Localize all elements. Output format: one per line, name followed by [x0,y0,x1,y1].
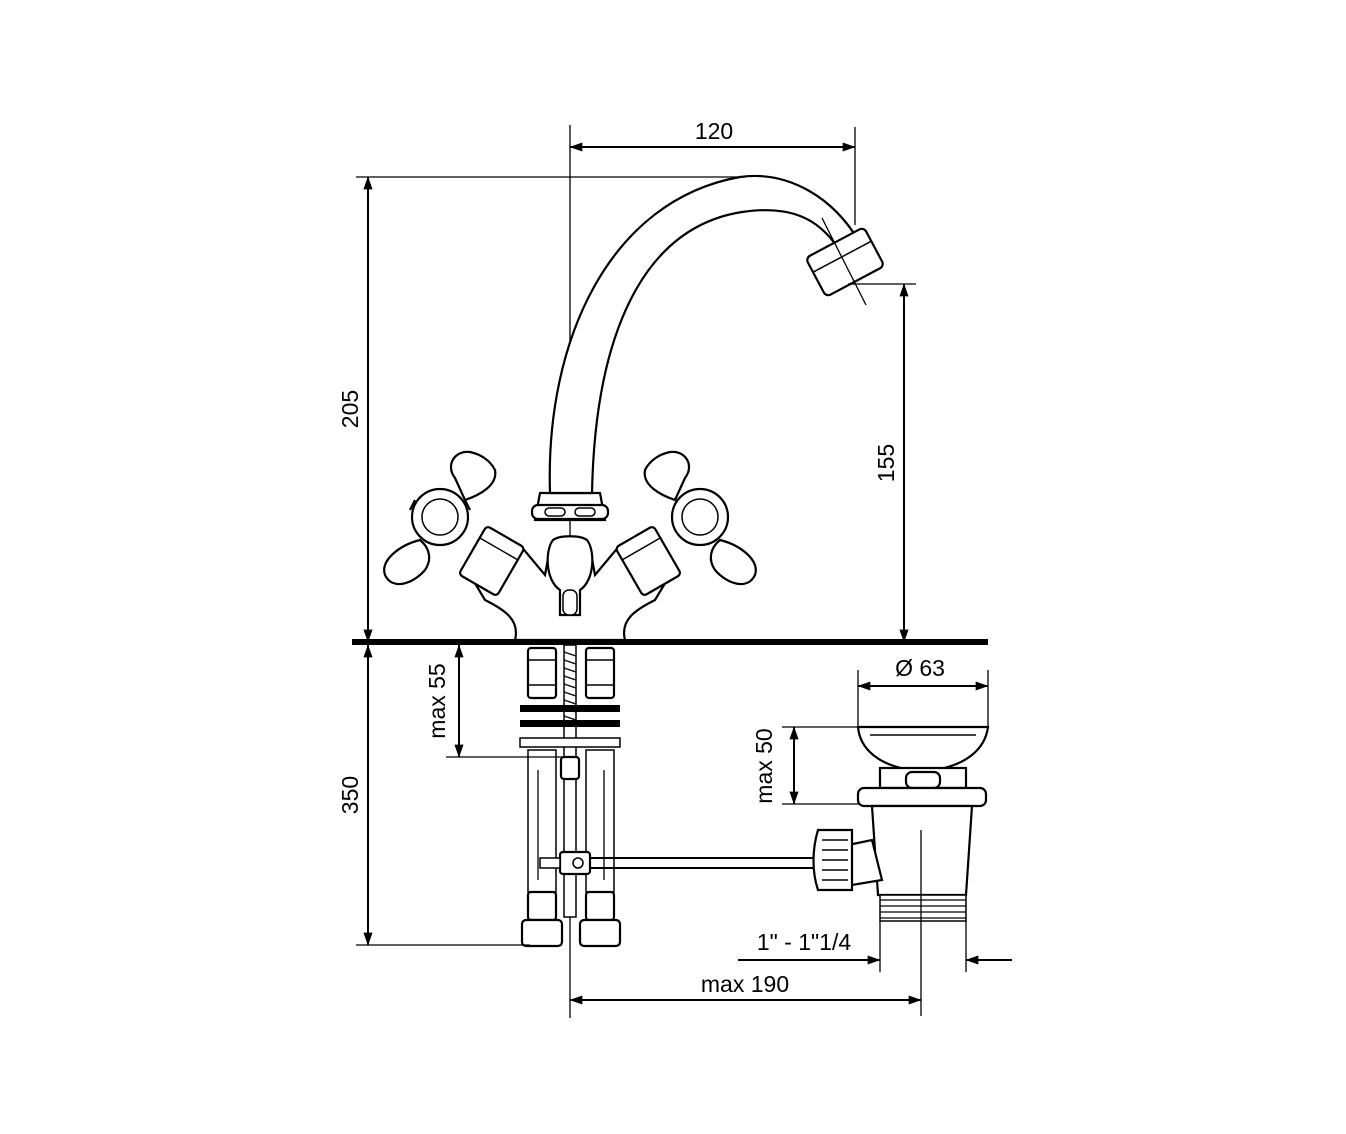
dimension-hose-length: 350 [337,644,530,946]
pop-up-drain [812,725,990,922]
dimension-drain-thread: 1" - 1"1/4 [738,921,1012,972]
dimension-spout-height: 155 [848,283,916,643]
drain-diameter-label: Ø 63 [895,655,945,681]
dimension-drain-height: max 50 [751,726,860,805]
dimension-spout-reach: 120 [569,118,856,225]
spout [548,174,884,495]
deck-surface [352,639,988,645]
hose-length-label: 350 [337,776,363,814]
drain-thread-label: 1" - 1"1/4 [757,929,852,955]
dimension-total-height: 205 [337,176,745,643]
spout-height-label: 155 [873,444,899,482]
dimension-drain-diameter: Ø 63 [857,655,989,727]
faucet-body [468,491,672,642]
dimension-rod-length: max 190 [569,830,922,1016]
rod-length-label: max 190 [701,971,789,997]
left-cross-handle [383,450,525,596]
drain-height-label: max 50 [751,728,777,803]
dimension-deck-thickness: max 55 [424,644,562,758]
deck-thickness-label: max 55 [424,663,450,738]
total-height-label: 205 [337,390,363,428]
right-cross-handle [615,450,757,596]
hoses-and-fixings [519,644,622,948]
spout-reach-label: 120 [695,118,733,144]
